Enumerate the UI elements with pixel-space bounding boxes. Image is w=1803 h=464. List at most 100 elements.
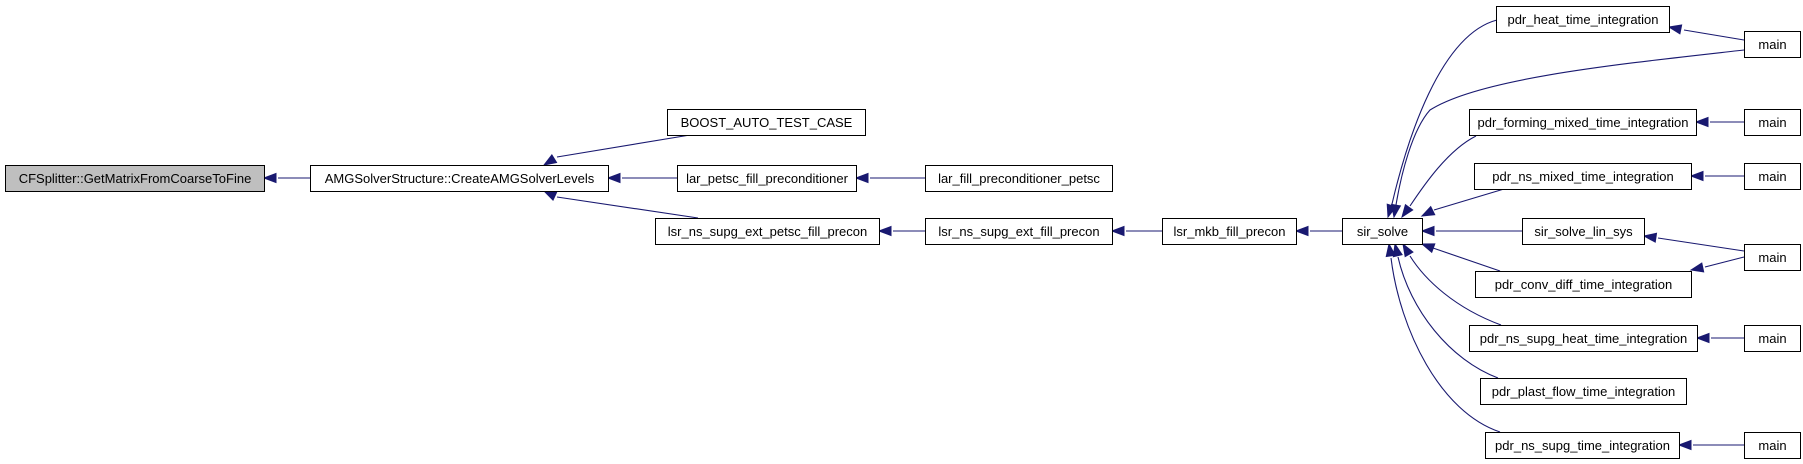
arrowhead-icon bbox=[1667, 24, 1683, 35]
caller-function-node[interactable]: BOOST_AUTO_TEST_CASE bbox=[667, 109, 866, 136]
node-box[interactable] bbox=[1162, 218, 1297, 245]
node-box[interactable] bbox=[1522, 218, 1645, 245]
call-edge bbox=[1294, 225, 1342, 237]
node-label: pdr_ns_supg_heat_time_integration bbox=[1480, 331, 1687, 346]
caller-function-node[interactable]: main bbox=[1744, 31, 1801, 58]
node-box[interactable] bbox=[1744, 244, 1801, 271]
caller-function-node[interactable]: pdr_ns_mixed_time_integration bbox=[1474, 163, 1692, 190]
call-edge bbox=[542, 190, 699, 219]
nodes-layer: CFSplitter::GetMatrixFromCoarseToFine AMG… bbox=[5, 6, 1801, 459]
caller-function-node[interactable]: lsr_ns_supg_ext_fill_precon bbox=[925, 218, 1113, 245]
node-label: pdr_plast_flow_time_integration bbox=[1492, 384, 1676, 399]
arrowhead-icon bbox=[854, 172, 869, 184]
edge-line bbox=[1432, 247, 1501, 272]
node-box[interactable] bbox=[1480, 378, 1687, 405]
caller-function-node[interactable]: pdr_forming_mixed_time_integration bbox=[1469, 109, 1697, 136]
caller-function-node[interactable]: lsr_mkb_fill_precon bbox=[1162, 218, 1297, 245]
arrowhead-icon bbox=[1420, 243, 1436, 254]
arrowhead-icon bbox=[877, 225, 892, 237]
node-label: sir_solve bbox=[1357, 224, 1408, 239]
node-box[interactable] bbox=[1469, 325, 1698, 352]
call-edge bbox=[1689, 170, 1744, 182]
edge-line bbox=[1391, 19, 1498, 205]
node-box[interactable] bbox=[677, 165, 857, 192]
node-box[interactable] bbox=[925, 218, 1113, 245]
node-box[interactable] bbox=[1744, 109, 1801, 136]
node-box[interactable] bbox=[1474, 163, 1692, 190]
node-box[interactable] bbox=[1496, 6, 1670, 33]
caller-function-node[interactable]: pdr_ns_supg_heat_time_integration bbox=[1469, 325, 1698, 352]
node-label: main bbox=[1758, 438, 1786, 453]
caller-function-node[interactable]: main bbox=[1744, 432, 1801, 459]
node-box[interactable] bbox=[5, 165, 265, 192]
node-box[interactable] bbox=[1744, 432, 1801, 459]
call-edge bbox=[1390, 49, 1745, 219]
node-box[interactable] bbox=[310, 165, 609, 192]
root-function-node[interactable]: CFSplitter::GetMatrixFromCoarseToFine bbox=[5, 165, 265, 192]
node-label: pdr_ns_supg_time_integration bbox=[1495, 438, 1670, 453]
edge-line bbox=[1657, 237, 1745, 252]
node-label: AMGSolverStructure::CreateAMGSolverLevel… bbox=[325, 171, 595, 186]
node-box[interactable] bbox=[655, 218, 880, 245]
caller-function-node[interactable]: main bbox=[1744, 244, 1801, 271]
node-label: main bbox=[1758, 37, 1786, 52]
arrowhead-icon bbox=[542, 154, 558, 166]
caller-function-node[interactable]: pdr_heat_time_integration bbox=[1496, 6, 1670, 33]
arrowhead-icon bbox=[1677, 439, 1692, 451]
caller-function-node[interactable]: pdr_plast_flow_time_integration bbox=[1480, 378, 1687, 405]
node-label: lar_petsc_fill_preconditioner bbox=[686, 171, 849, 186]
caller-function-node[interactable]: lsr_ns_supg_ext_petsc_fill_precon bbox=[655, 218, 880, 245]
edge-line bbox=[1409, 135, 1477, 207]
call-edge bbox=[877, 225, 925, 237]
edge-line bbox=[1683, 29, 1745, 41]
node-label: pdr_forming_mixed_time_integration bbox=[1477, 115, 1688, 130]
arrowhead-icon bbox=[1642, 232, 1658, 243]
node-box[interactable] bbox=[1744, 31, 1801, 58]
node-label: main bbox=[1758, 115, 1786, 130]
caller-function-node[interactable]: pdr_ns_supg_time_integration bbox=[1485, 432, 1680, 459]
node-label: lsr_mkb_fill_precon bbox=[1174, 224, 1286, 239]
caller-function-node[interactable]: sir_solve bbox=[1342, 218, 1423, 245]
node-label: pdr_ns_mixed_time_integration bbox=[1492, 169, 1673, 184]
arrowhead-icon bbox=[1420, 225, 1435, 237]
node-box[interactable] bbox=[667, 109, 866, 136]
node-label: main bbox=[1758, 169, 1786, 184]
call-edge bbox=[1392, 242, 1499, 379]
node-box[interactable] bbox=[1744, 325, 1801, 352]
call-edge bbox=[1677, 439, 1744, 451]
arrowhead-icon bbox=[1401, 203, 1414, 219]
call-edge bbox=[1694, 116, 1744, 128]
caller-function-node[interactable]: main bbox=[1744, 163, 1801, 190]
node-box[interactable] bbox=[1469, 109, 1697, 136]
node-box[interactable] bbox=[1744, 163, 1801, 190]
edges-layer bbox=[262, 19, 1745, 451]
edge-line bbox=[556, 196, 699, 219]
caller-function-node[interactable]: main bbox=[1744, 109, 1801, 136]
node-box[interactable] bbox=[1485, 432, 1680, 459]
caller-function-node[interactable]: lar_petsc_fill_preconditioner bbox=[677, 165, 857, 192]
arrowhead-icon bbox=[1689, 170, 1704, 182]
call-edge bbox=[1385, 242, 1501, 433]
caller-function-node[interactable]: lar_fill_preconditioner_petsc bbox=[925, 165, 1113, 192]
call-edge bbox=[1667, 24, 1745, 41]
node-label: lar_fill_preconditioner_petsc bbox=[938, 171, 1100, 186]
caller-function-node[interactable]: AMGSolverStructure::CreateAMGSolverLevel… bbox=[310, 165, 609, 192]
node-box[interactable] bbox=[925, 165, 1113, 192]
arrowhead-icon bbox=[1385, 242, 1396, 258]
arrowhead-icon bbox=[1689, 262, 1705, 273]
node-box[interactable] bbox=[1475, 271, 1692, 298]
caller-function-node[interactable]: main bbox=[1744, 325, 1801, 352]
edge-line bbox=[1433, 188, 1505, 211]
caller-function-node[interactable]: pdr_conv_diff_time_integration bbox=[1475, 271, 1692, 298]
arrowhead-icon bbox=[1110, 225, 1125, 237]
edge-line bbox=[1704, 256, 1745, 268]
caller-function-node[interactable]: sir_solve_lin_sys bbox=[1522, 218, 1645, 245]
call-edge bbox=[1420, 243, 1501, 272]
node-label: BOOST_AUTO_TEST_CASE bbox=[681, 115, 853, 130]
edge-line bbox=[556, 134, 691, 158]
node-box[interactable] bbox=[1342, 218, 1423, 245]
arrowhead-icon bbox=[262, 172, 277, 184]
arrowhead-icon bbox=[1402, 242, 1414, 258]
arrowhead-icon bbox=[1420, 205, 1436, 217]
